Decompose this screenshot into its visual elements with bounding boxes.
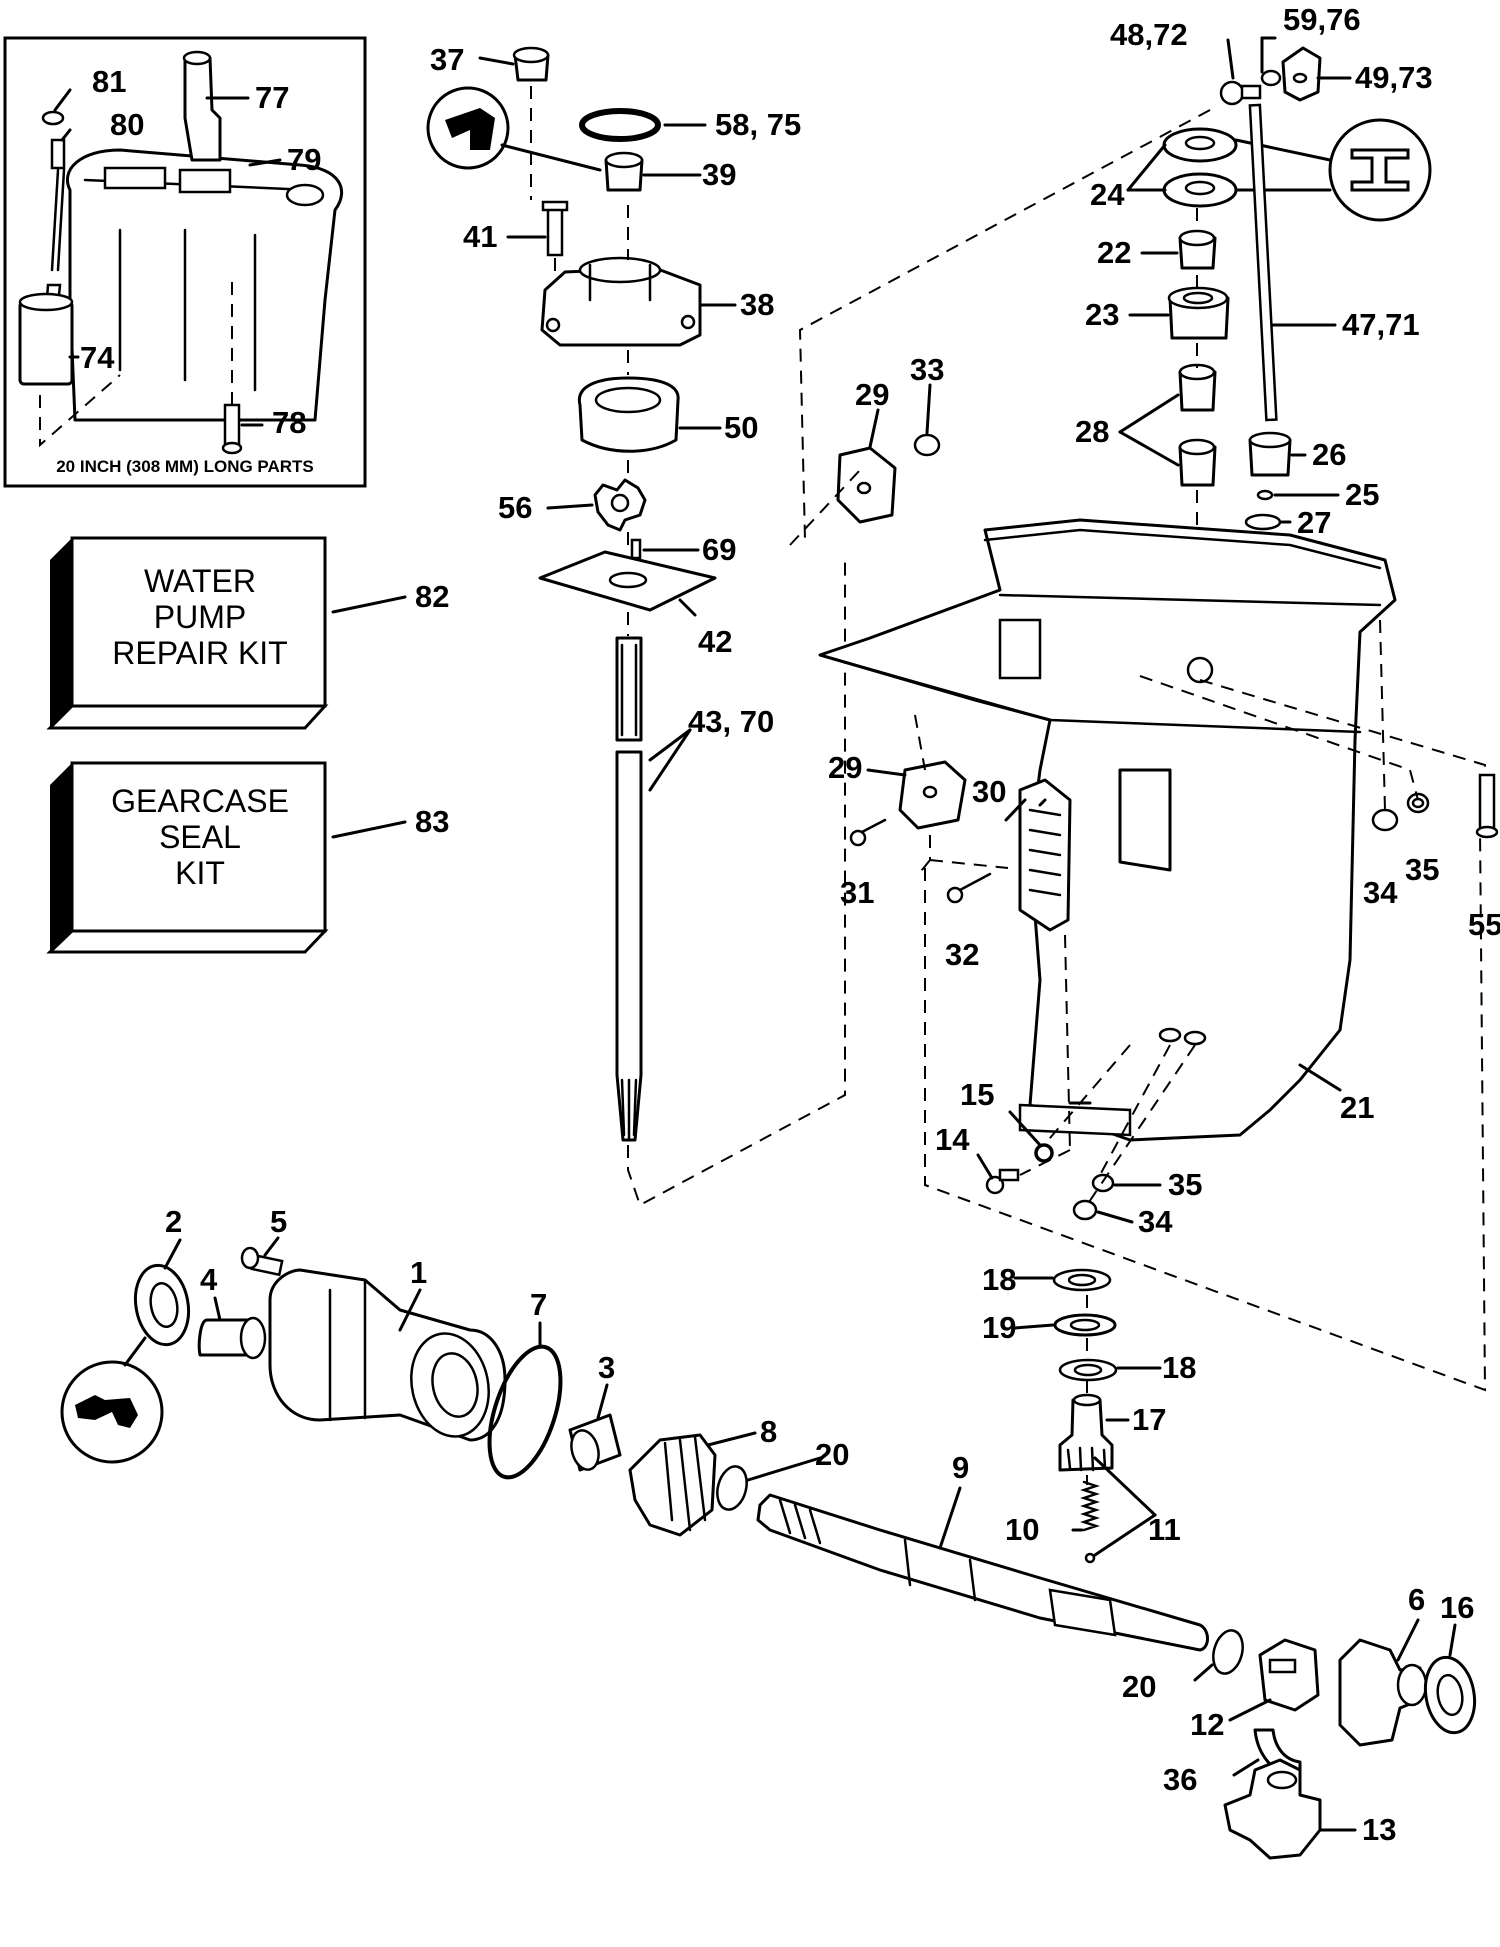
callout-38: 38 (740, 287, 774, 322)
callout-32: 32 (945, 937, 979, 972)
callout-19: 19 (982, 1310, 1016, 1345)
water-pump-repair-kit-box: WATER PUMP REPAIR KIT 82 (46, 536, 449, 730)
callout-13: 13 (1362, 1812, 1396, 1847)
callout-74: 74 (80, 340, 115, 375)
kit-water-line-2: PUMP (154, 599, 246, 635)
callout-11: 11 (1148, 1512, 1181, 1547)
callout-22: 22 (1097, 235, 1131, 270)
callout-83: 83 (415, 804, 449, 839)
callout-78: 78 (272, 405, 306, 440)
callout-79: 79 (287, 142, 321, 177)
callout-16: 16 (1440, 1590, 1474, 1625)
callout-25: 25 (1345, 477, 1379, 512)
callout-29-upper: 29 (855, 377, 889, 412)
kit-seal-line-1: GEARCASE (111, 783, 289, 819)
callout-42: 42 (698, 624, 732, 659)
callout-28: 28 (1075, 414, 1109, 449)
callout-10: 10 (1005, 1512, 1039, 1547)
callout-3: 3 (598, 1350, 615, 1385)
callout-21: 21 (1340, 1090, 1374, 1125)
callout-56: 56 (498, 490, 532, 525)
callout-48-72: 48,72 (1110, 17, 1188, 52)
callout-49-73: 49,73 (1355, 60, 1433, 95)
callout-20-left: 20 (815, 1437, 849, 1472)
callout-7: 7 (530, 1287, 547, 1322)
callout-59-76: 59,76 (1283, 2, 1361, 37)
gearcase-housing: 29 33 29 30 31 32 34 35 55 21 15 14 35 3… (789, 352, 1500, 1392)
callout-39: 39 (702, 157, 736, 192)
callout-20-right: 20 (1122, 1669, 1156, 1704)
gearcase-seal-kit-box: GEARCASE SEAL KIT 83 (46, 761, 449, 954)
callout-6: 6 (1408, 1582, 1425, 1617)
callout-30: 30 (972, 774, 1006, 809)
water-pump-stack: 37 58, 75 39 41 38 50 56 69 42 43, 70 (426, 42, 846, 1207)
callout-37: 37 (430, 42, 464, 77)
callout-4: 4 (200, 1262, 218, 1297)
callout-69: 69 (702, 532, 736, 567)
callout-14: 14 (935, 1122, 970, 1157)
callout-5: 5 (270, 1204, 287, 1239)
callout-29-lower: 29 (828, 750, 862, 785)
callout-24: 24 (1090, 177, 1125, 212)
callout-2: 2 (165, 1204, 182, 1239)
callout-33: 33 (910, 352, 944, 387)
kit-seal-line-3: KIT (175, 855, 225, 891)
callout-55: 55 (1468, 907, 1500, 942)
kit-seal-line-2: SEAL (159, 819, 241, 855)
inset-note: 20 INCH (308 MM) LONG PARTS (56, 457, 314, 476)
callout-47-71: 47,71 (1342, 307, 1420, 342)
callout-35-lower: 35 (1168, 1167, 1202, 1202)
callout-15: 15 (960, 1077, 994, 1112)
callout-31: 31 (840, 875, 874, 910)
callout-36: 36 (1163, 1762, 1197, 1797)
callout-82: 82 (415, 579, 449, 614)
inset-long-parts: 81 80 77 79 74 78 20 INCH (308 MM) LONG … (3, 36, 367, 488)
propshaft-assembly: 2 4 5 1 7 3 8 20 9 18 19 18 17 10 11 20 … (60, 1204, 1477, 1860)
callout-17: 17 (1132, 1402, 1166, 1437)
callout-50: 50 (724, 410, 758, 445)
callout-80: 80 (110, 107, 144, 142)
callout-35-upper: 35 (1405, 852, 1439, 887)
callout-26: 26 (1312, 437, 1346, 472)
callout-8: 8 (760, 1414, 777, 1449)
callout-27: 27 (1297, 505, 1331, 540)
callout-77: 77 (255, 80, 289, 115)
callout-12: 12 (1190, 1707, 1224, 1742)
callout-9: 9 (952, 1450, 969, 1485)
kit-water-line-1: WATER (144, 563, 256, 599)
kit-water-line-3: REPAIR KIT (112, 635, 287, 671)
callout-81: 81 (92, 64, 126, 99)
callout-1: 1 (410, 1255, 427, 1290)
callout-18-top: 18 (982, 1262, 1016, 1297)
callout-43-70: 43, 70 (688, 704, 774, 739)
callout-41: 41 (463, 219, 497, 254)
callout-34-lower: 34 (1138, 1204, 1173, 1239)
callout-58-75: 58, 75 (715, 107, 801, 142)
callout-18-bottom: 18 (1162, 1350, 1196, 1385)
upper-right-stack: 48,72 59,76 49,73 24 22 23 47,71 28 26 2… (798, 2, 1433, 541)
callout-23: 23 (1085, 297, 1119, 332)
callout-34-upper: 34 (1363, 875, 1398, 910)
